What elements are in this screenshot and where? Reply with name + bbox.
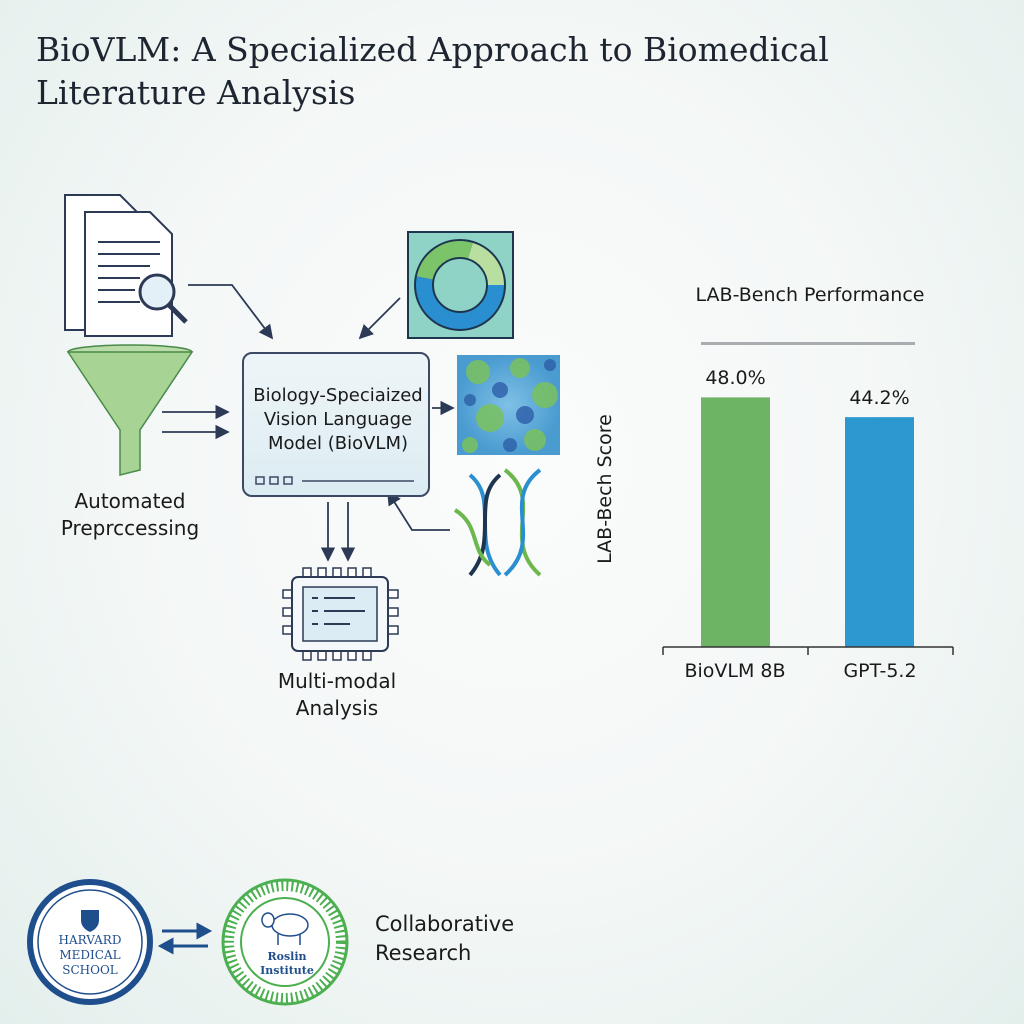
svg-text:Roslin: Roslin <box>267 950 306 963</box>
analysis-label: Multi-modal Analysis <box>277 669 397 720</box>
data-label-biovlm: 48.0% <box>705 367 766 390</box>
data-label-gpt: 44.2% <box>849 387 910 410</box>
funnel-icon <box>66 344 194 476</box>
preprocessing-label: Automated Preprccessing <box>60 489 200 540</box>
x-tick-label-biovlm: BioVLM 8B <box>684 660 786 682</box>
title-divider <box>701 342 915 345</box>
document-search-icon <box>64 194 188 337</box>
biovlm-model-box: Biology-Speciaized Vision Language Model… <box>242 352 430 497</box>
model-label: Biology-Speciaized Vision Language Model… <box>253 385 423 454</box>
svg-text:HARVARD: HARVARD <box>59 933 122 947</box>
svg-text:MEDICAL: MEDICAL <box>59 948 120 962</box>
svg-text:SCHOOL: SCHOOL <box>62 963 118 977</box>
chip-icon <box>282 567 399 661</box>
exchange-arrows-icon <box>157 922 213 955</box>
svg-text:Institute: Institute <box>260 964 314 977</box>
roslin-logo: Roslin Institute <box>221 878 349 1006</box>
bar-gpt <box>845 417 914 647</box>
chart-title: LAB-Bench Performance <box>695 284 925 306</box>
x-tick-label-gpt: GPT-5.2 <box>843 660 917 682</box>
harvard-logo: HARVARD MEDICAL SCHOOL <box>27 879 153 1005</box>
bar-biovlm <box>701 397 770 647</box>
collaborative-research-label: Collaborative Research <box>375 912 515 965</box>
partner-logos: HARVARD MEDICAL SCHOOL Roslin Institute <box>27 878 349 1006</box>
cell-microscopy-image <box>457 355 560 455</box>
page-title: BioVLM: A Specialized Approach to Biomed… <box>36 30 829 112</box>
model-status-bar <box>255 476 414 485</box>
dna-helix-icon <box>453 468 542 577</box>
donut-chart-image <box>407 231 514 339</box>
